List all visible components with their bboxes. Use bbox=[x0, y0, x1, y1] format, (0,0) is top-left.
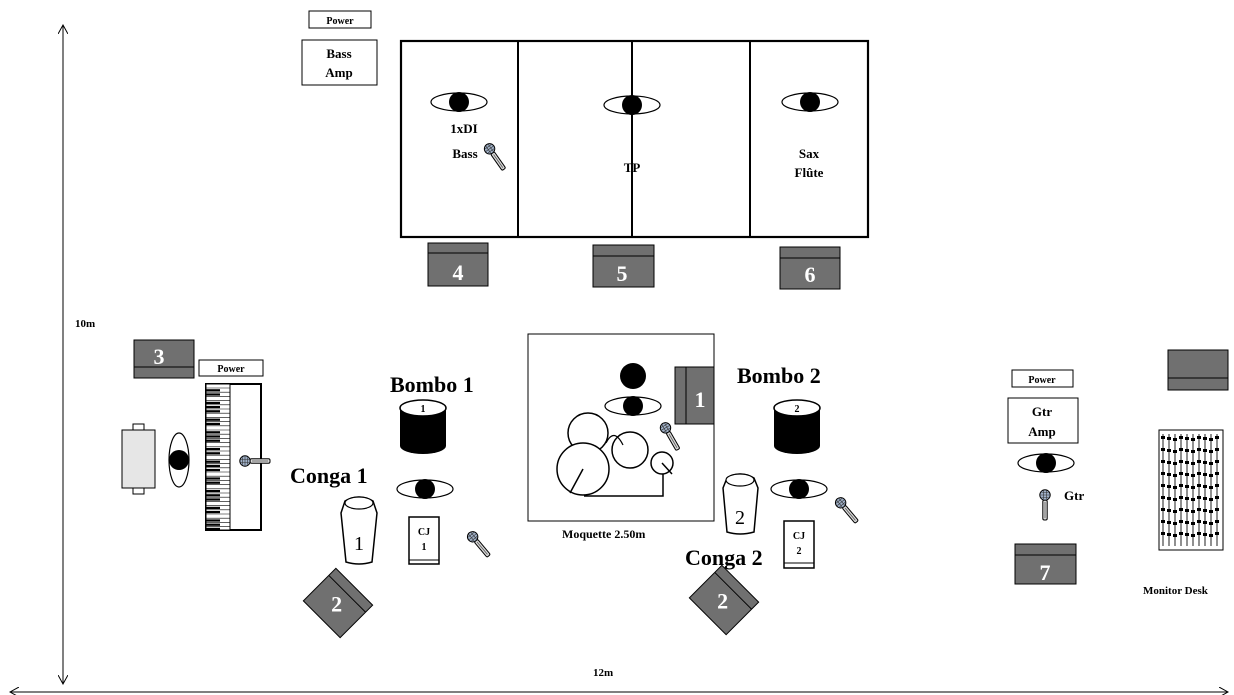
monitor-wedge-6: 6 bbox=[779, 246, 841, 290]
svg-text:4: 4 bbox=[453, 260, 464, 285]
conga1: 1 bbox=[340, 496, 378, 565]
svg-text:CJ: CJ bbox=[418, 527, 430, 538]
moquette-label: Moquette 2.50m bbox=[562, 527, 645, 541]
sax-player-position bbox=[781, 91, 839, 113]
trumpet-player-position bbox=[603, 94, 661, 116]
guitarist-position bbox=[1017, 452, 1075, 474]
svg-text:Amp: Amp bbox=[1028, 424, 1055, 439]
svg-text:Power: Power bbox=[326, 16, 354, 27]
bombo2-label: Bombo 2 bbox=[737, 363, 821, 388]
drum-carpet bbox=[527, 333, 715, 522]
monitor-wedge-3: 3 bbox=[133, 339, 195, 379]
svg-text:6: 6 bbox=[805, 262, 816, 287]
svg-text:7: 7 bbox=[1040, 560, 1051, 585]
keyboard bbox=[205, 383, 262, 531]
svg-text:Power: Power bbox=[217, 364, 245, 375]
monitor-wedge-2-right: 2 bbox=[688, 564, 760, 636]
guitar-mic-icon bbox=[1039, 489, 1051, 521]
monitor-wedge-7: 7 bbox=[1014, 543, 1077, 585]
keyboard-player-position bbox=[168, 432, 190, 488]
drummer-head bbox=[620, 363, 646, 389]
svg-text:Bass: Bass bbox=[326, 46, 351, 61]
svg-text:2: 2 bbox=[717, 588, 728, 613]
conga2-label: Conga 2 bbox=[685, 545, 763, 570]
keyboard-bench bbox=[121, 423, 156, 495]
desk-speaker bbox=[1167, 349, 1229, 391]
svg-text:1: 1 bbox=[354, 533, 364, 555]
bombo2-drum: 2 bbox=[773, 399, 821, 454]
power-box-keys: Power bbox=[198, 359, 264, 377]
di-label: 1xDI bbox=[450, 121, 477, 136]
svg-text:1: 1 bbox=[422, 542, 427, 553]
bombo1-label: Bombo 1 bbox=[390, 372, 474, 397]
tp-label: TP bbox=[624, 160, 641, 175]
width-dimension-label: 12m bbox=[593, 667, 613, 679]
drum-kit bbox=[556, 412, 674, 497]
svg-text:CJ: CJ bbox=[793, 531, 805, 542]
monitor-desk-label: Monitor Desk bbox=[1143, 585, 1209, 597]
riser bbox=[399, 39, 870, 239]
cajon1: CJ 1 bbox=[408, 516, 440, 565]
svg-text:1: 1 bbox=[421, 404, 426, 415]
svg-text:1: 1 bbox=[695, 387, 706, 412]
svg-text:3: 3 bbox=[154, 344, 165, 369]
monitor-wedge-5: 5 bbox=[592, 244, 655, 288]
drummer-position bbox=[604, 395, 662, 417]
monitor-wedge-2-left: 2 bbox=[302, 567, 374, 639]
svg-text:Gtr: Gtr bbox=[1032, 404, 1052, 419]
monitor-desk-mixer bbox=[1158, 429, 1224, 551]
height-dimension-label: 10m bbox=[75, 318, 95, 330]
svg-text:2: 2 bbox=[331, 591, 342, 616]
monitor-wedge-4: 4 bbox=[427, 242, 489, 287]
bombo1-drum: 1 bbox=[399, 399, 447, 454]
sax-label: Sax bbox=[799, 146, 820, 161]
flute-label: Flûte bbox=[795, 165, 824, 180]
bass-player-position bbox=[430, 91, 488, 113]
percussionist1-position bbox=[396, 478, 454, 500]
bass-label: Bass bbox=[452, 146, 477, 161]
power-box-top: Power bbox=[308, 10, 372, 29]
cajon2: CJ 2 bbox=[783, 520, 815, 569]
power-box-guitar: Power bbox=[1011, 369, 1074, 388]
percussion1-mic-icon bbox=[464, 528, 494, 560]
bass-amp: Bass Amp bbox=[301, 39, 378, 86]
svg-text:2: 2 bbox=[797, 546, 802, 557]
svg-text:2: 2 bbox=[735, 507, 745, 529]
guitar-amp: Gtr Amp bbox=[1007, 397, 1079, 444]
svg-text:Power: Power bbox=[1028, 375, 1056, 386]
monitor-wedge-1: 1 bbox=[674, 366, 715, 425]
conga1-label: Conga 1 bbox=[290, 463, 368, 488]
percussionist2-position bbox=[770, 478, 828, 500]
percussion2-mic-icon bbox=[832, 494, 862, 526]
conga2: 2 bbox=[722, 473, 759, 535]
svg-text:2: 2 bbox=[795, 404, 800, 415]
svg-text:5: 5 bbox=[617, 261, 628, 286]
svg-text:Amp: Amp bbox=[325, 65, 352, 80]
guitar-label: Gtr bbox=[1064, 488, 1084, 503]
